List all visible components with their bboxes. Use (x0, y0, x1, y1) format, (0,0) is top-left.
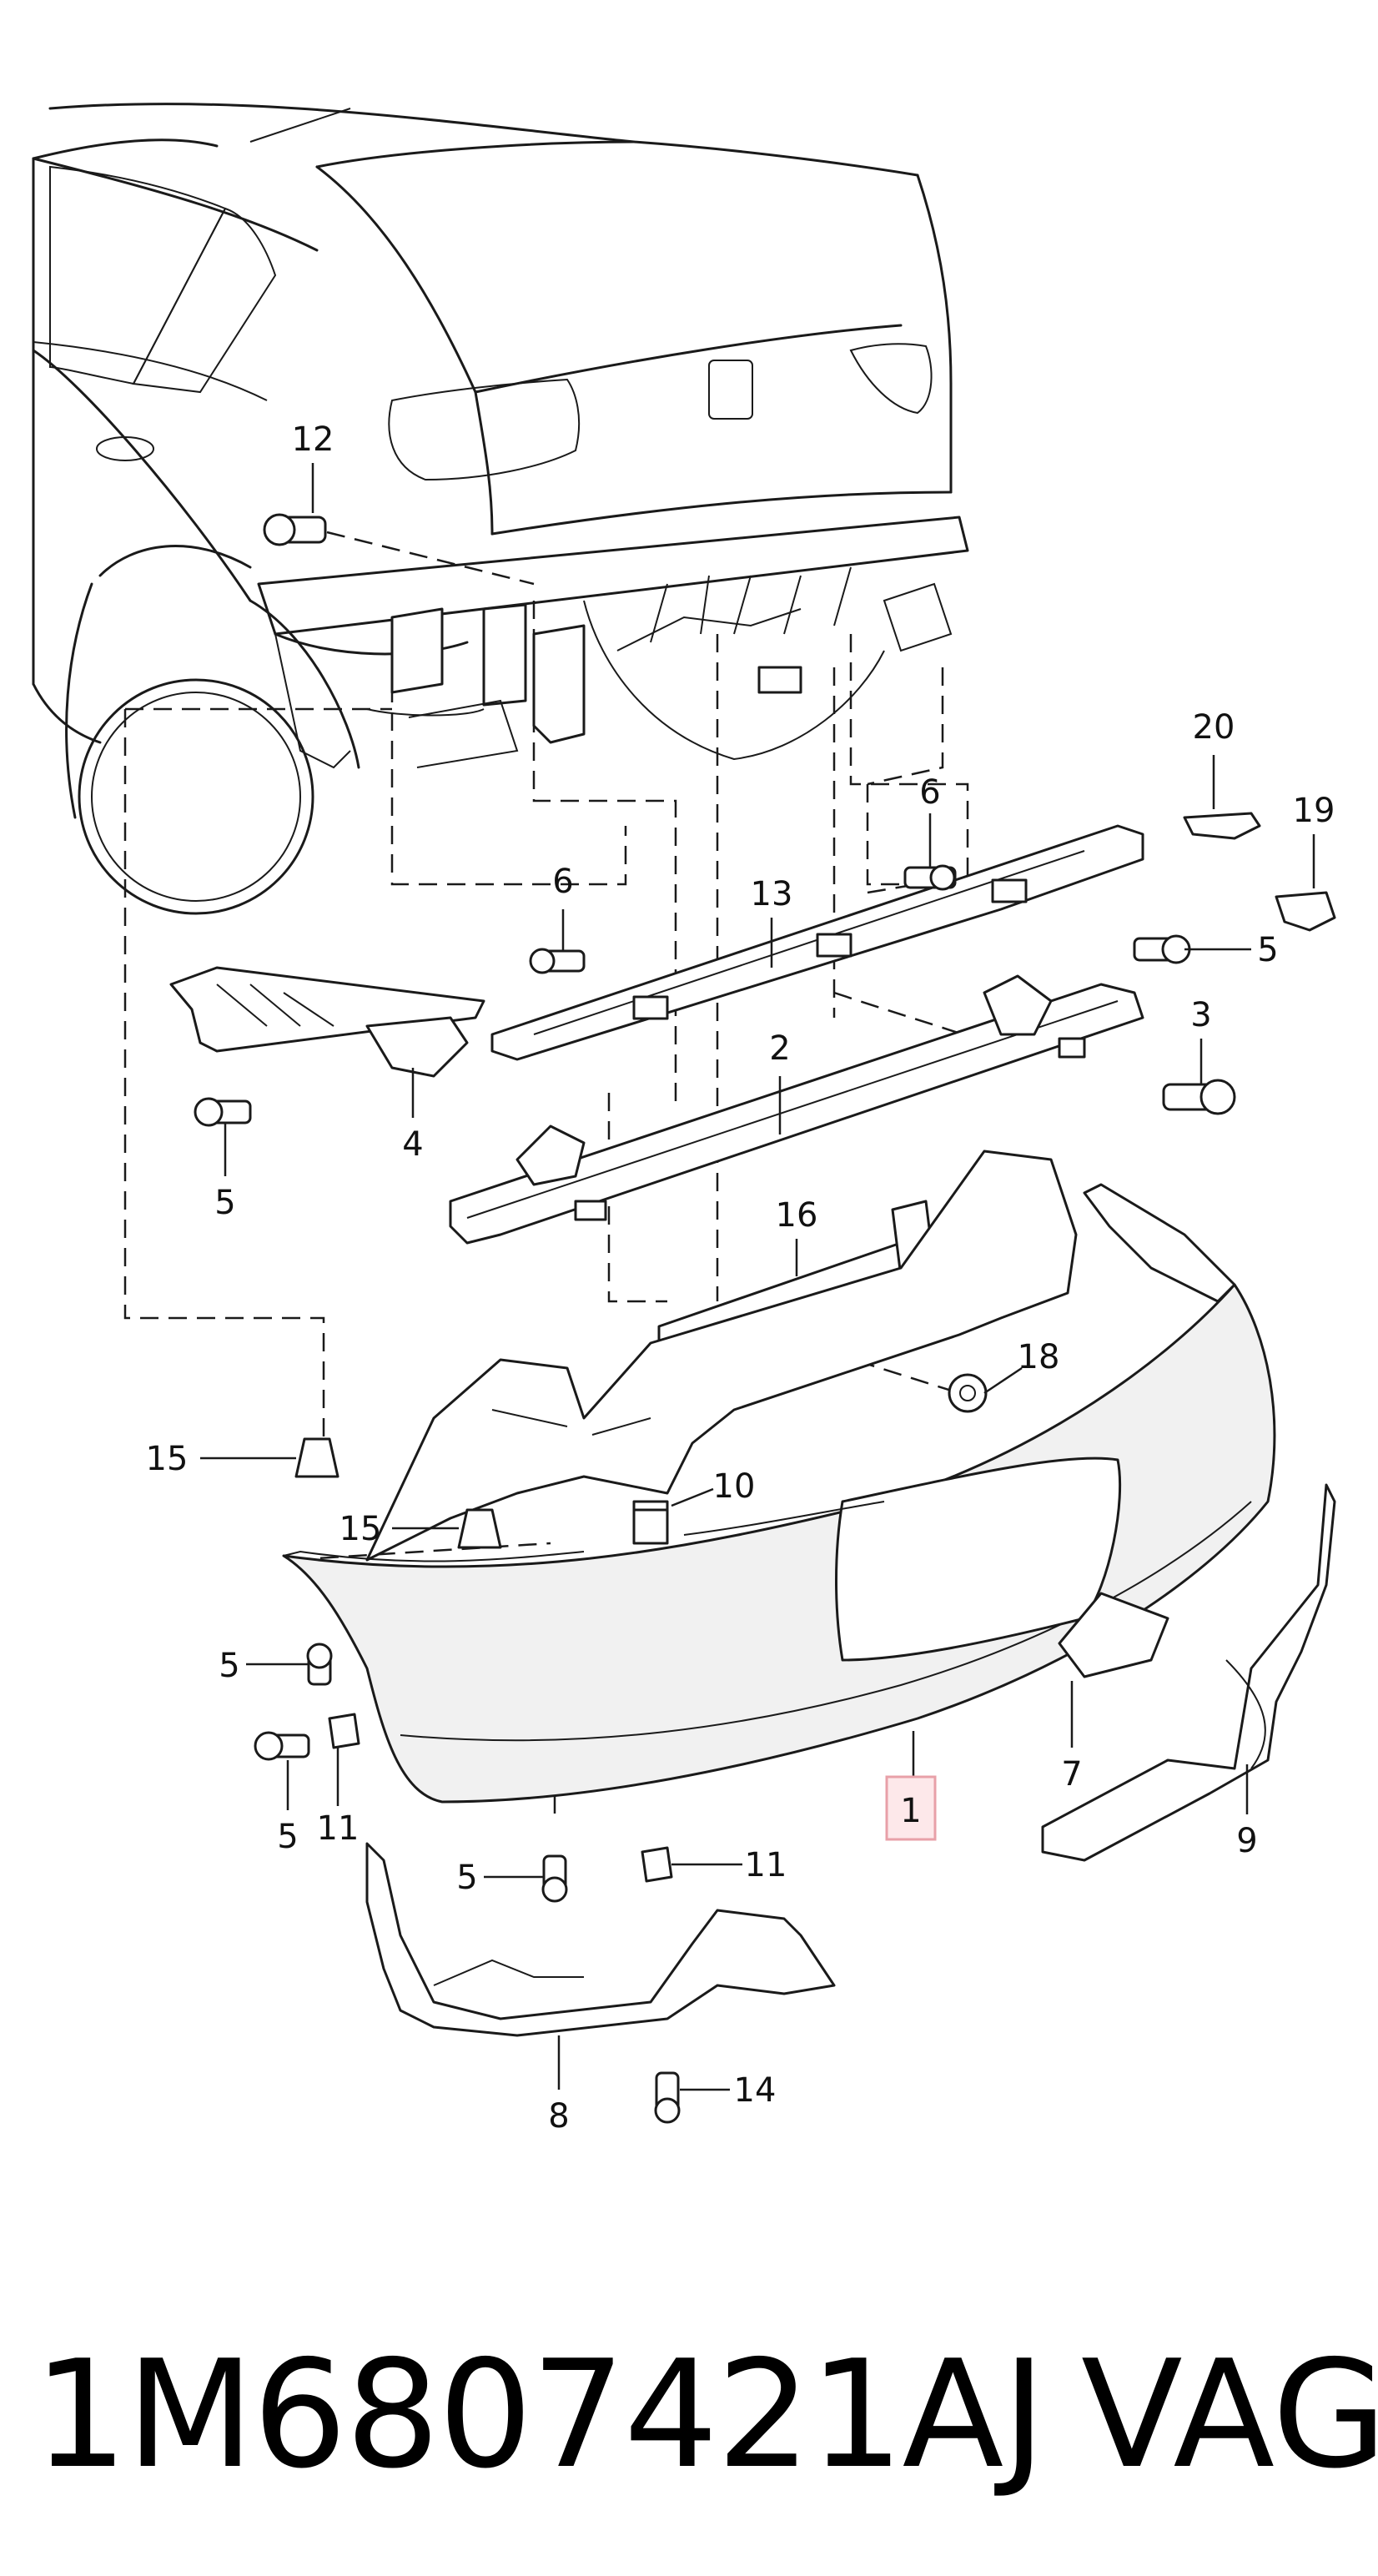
part-19-clip (1275, 891, 1336, 932)
callout-5c: 5 (219, 1647, 239, 1685)
callout-14: 14 (734, 2071, 777, 2110)
clip-11b-icon (641, 1846, 673, 1883)
callout-12: 12 (292, 420, 334, 459)
callout-8: 8 (548, 2097, 569, 2136)
callout-11b: 11 (745, 1846, 787, 1884)
nut-18-icon (948, 1373, 988, 1413)
screw-5b-icon (1133, 934, 1191, 964)
rear-bumper-exploded-diagram: 1 12 6 6 20 19 13 5 3 2 4 5 16 18 15 10 … (32, 103, 1336, 2136)
callout-20: 20 (1193, 708, 1235, 747)
callout-2: 2 (769, 1029, 790, 1068)
screw-5a-icon (194, 1097, 252, 1127)
screw-5d-icon (254, 1731, 310, 1761)
brand-caption: VAG (1081, 2328, 1378, 2501)
part-1-highlight-box (885, 1775, 937, 1841)
screw-14-icon (654, 2071, 681, 2124)
screw-5c-icon (306, 1643, 333, 1686)
screw-12-icon (263, 513, 327, 546)
callout-1: 1 (900, 1792, 921, 1830)
callout-labels: 1 12 6 6 20 19 13 5 3 2 4 5 16 18 15 10 … (146, 420, 1335, 2136)
callout-5e: 5 (456, 1859, 477, 1897)
callout-5d: 5 (277, 1818, 298, 1856)
screw-6a-icon (529, 948, 586, 974)
part-9-side-bracket (1041, 1483, 1336, 1862)
callout-16: 16 (776, 1196, 818, 1235)
leader-lines (200, 463, 1315, 2091)
callout-3: 3 (1190, 996, 1211, 1034)
part-2-impact-beam (449, 974, 1144, 1245)
part-20-clip (1183, 812, 1261, 840)
clip-15b-icon (457, 1508, 502, 1549)
part-4-left-guide (169, 966, 485, 1078)
clip-15a-icon (294, 1437, 339, 1478)
clip-10-icon (632, 1508, 669, 1545)
screw-3-icon (1162, 1079, 1236, 1115)
callout-10: 10 (713, 1467, 756, 1506)
clip-11a-icon (328, 1713, 360, 1749)
screw-6b-icon (903, 864, 957, 891)
callout-5b: 5 (1257, 931, 1278, 969)
callout-6a: 6 (552, 863, 573, 901)
part-13-carrier-strip (490, 824, 1144, 1061)
part-1-bumper-cover (282, 1150, 1276, 1804)
callout-19: 19 (1293, 792, 1335, 830)
part-7-guide (1058, 1592, 1169, 1678)
part-number-caption: 1M6807421AJ (33, 2328, 1046, 2501)
callout-9: 9 (1236, 1822, 1257, 1860)
screw-5e-icon (541, 1854, 568, 1903)
callout-13: 13 (751, 875, 793, 913)
callout-4: 4 (402, 1125, 423, 1164)
car-body (32, 103, 969, 915)
callout-6b: 6 (919, 773, 940, 812)
callout-15b: 15 (339, 1510, 382, 1548)
callout-11a: 11 (317, 1809, 360, 1848)
callout-18: 18 (1018, 1338, 1060, 1376)
callout-7: 7 (1061, 1755, 1082, 1794)
part-8-lower-bracket (365, 1842, 836, 2037)
fasteners (194, 513, 1236, 2124)
callout-15a: 15 (146, 1440, 189, 1478)
callout-5a: 5 (214, 1184, 235, 1222)
